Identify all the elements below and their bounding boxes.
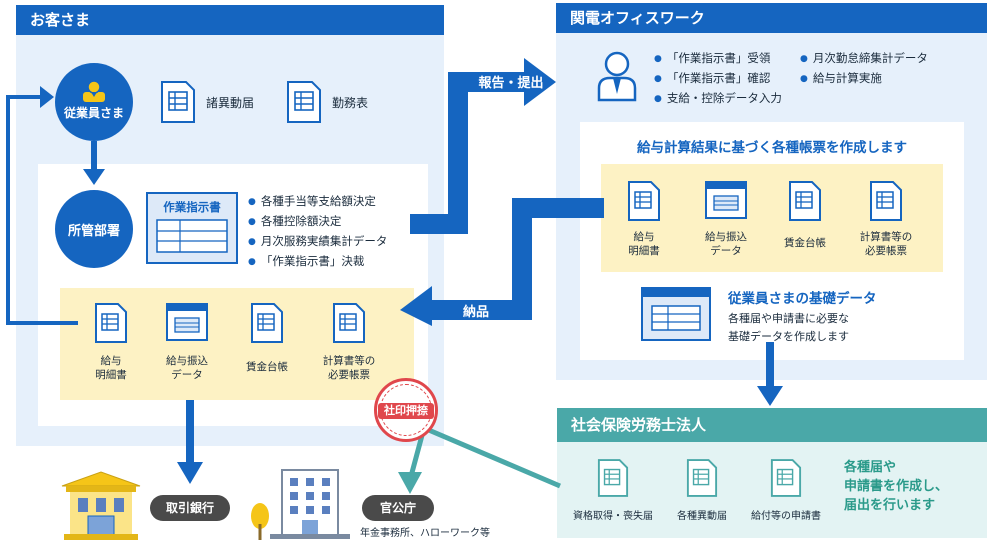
table-icon bbox=[156, 219, 228, 253]
basic-data-title: 従業員さまの基礎データ bbox=[728, 291, 877, 307]
sharoushi-doc-3: 給付等の申請書 bbox=[740, 458, 832, 524]
kanden-bullet: 支給・控除データ入力 bbox=[654, 89, 782, 109]
arrow-deliver bbox=[400, 198, 604, 326]
wage-ledger-icon bbox=[789, 181, 821, 221]
arrow-report-label: 報告・提出 bbox=[478, 76, 544, 91]
benefit-application-doc-icon bbox=[770, 459, 802, 497]
forms-doc-icon bbox=[870, 181, 902, 221]
sharoushi-panel-title: 社会保険労務士法人 bbox=[557, 408, 987, 442]
sharoushi-doc-1: 資格取得・喪失届 bbox=[566, 458, 660, 524]
doc-shoiido-icon bbox=[161, 81, 195, 123]
payroll-doc-4: 計算書等の 必要帳票 bbox=[846, 180, 926, 258]
doc-shoiido-label: 諸異動届 bbox=[206, 96, 255, 110]
delivered-doc-2: 給与振込 データ bbox=[152, 302, 222, 382]
user-icon bbox=[83, 79, 105, 102]
sharoushi-doc-label: 給付等の申請書 bbox=[751, 511, 821, 522]
transfer-data-icon bbox=[166, 303, 208, 341]
transfer-data-icon bbox=[705, 181, 747, 219]
kanden-bullet: 「作業指示書」受領 bbox=[654, 49, 782, 69]
arrow-loop-back bbox=[6, 86, 78, 325]
payroll-doc-3: 賃金台帳 bbox=[772, 180, 838, 250]
dept-bullet: 「作業指示書」決裁 bbox=[248, 252, 387, 272]
kanden-bullet: 給与計算実施 bbox=[800, 69, 928, 89]
payroll-doc-label: 給与振込 データ bbox=[705, 231, 747, 257]
payroll-doc-2: 給与振込 データ bbox=[690, 180, 762, 258]
payroll-doc-label: 計算書等の 必要帳票 bbox=[859, 231, 913, 257]
wage-ledger-icon bbox=[251, 303, 283, 343]
payroll-doc-1: 給与 明細書 bbox=[612, 180, 676, 258]
qualification-doc-icon bbox=[597, 459, 629, 497]
payroll-doc-label: 給与 明細書 bbox=[628, 231, 660, 257]
kanden-bullet: 月次勤怠締集計データ bbox=[800, 49, 928, 69]
change-notice-doc-icon bbox=[686, 459, 718, 497]
delivered-doc-label: 給与 明細書 bbox=[95, 355, 127, 381]
dept-bullet: 月次服務実績集計データ bbox=[248, 232, 388, 252]
forms-doc-icon bbox=[333, 303, 365, 343]
kanden-bullets-left: 「作業指示書」受領 「作業指示書」確認 支給・控除データ入力 bbox=[654, 49, 782, 109]
payslip-doc-icon bbox=[95, 303, 127, 343]
delivered-doc-3: 賃金台帳 bbox=[234, 302, 300, 374]
doc-kinmuhyo-label: 勤務表 bbox=[332, 96, 369, 110]
arrow-employee-to-dept bbox=[83, 141, 105, 185]
arrow-report bbox=[410, 58, 556, 234]
doc-kinmuhyo-icon bbox=[287, 81, 321, 123]
dept-label: 所管部署 bbox=[67, 223, 120, 239]
work-instruction-doc: 作業指示書 bbox=[146, 192, 238, 264]
kanden-bullets-right: 月次勤怠締集計データ 給与計算実施 bbox=[800, 49, 928, 89]
gov-sublabel: 年金事務所、ハローワーク等 bbox=[360, 528, 490, 539]
delivered-doc-1: 給与 明細書 bbox=[78, 302, 144, 382]
sharoushi-doc-2: 各種異動届 bbox=[664, 458, 740, 524]
stamp-label: 社印押捺 bbox=[378, 403, 434, 419]
arrow-to-sharoushi bbox=[757, 342, 783, 406]
government-building-icon bbox=[270, 469, 350, 539]
basic-data-window-icon bbox=[641, 287, 711, 341]
delivered-doc-label: 給与振込 データ bbox=[166, 355, 208, 381]
arrow-deliver-label: 納品 bbox=[462, 305, 489, 320]
gov-label: 官公庁 bbox=[362, 495, 434, 521]
arrow-to-bank bbox=[177, 400, 203, 484]
payroll-doc-label: 賃金台帳 bbox=[784, 237, 826, 249]
delivered-doc-label: 賃金台帳 bbox=[246, 361, 288, 373]
delivered-doc-4: 計算書等の 必要帳票 bbox=[310, 302, 388, 382]
sharoushi-message: 各種届や 申請書を作成し、 届出を行います bbox=[844, 460, 949, 513]
payroll-heading: 給与計算結果に基づく各種帳票を作成します bbox=[637, 140, 907, 156]
employee-node: 従業員さま bbox=[55, 63, 133, 141]
kanden-panel-title: 関電オフィスワーク bbox=[556, 3, 987, 33]
work-instruction-title: 作業指示書 bbox=[163, 200, 221, 214]
tree-icon bbox=[251, 503, 269, 540]
dept-bullet: 各種手当等支給額決定 bbox=[248, 192, 387, 212]
basic-data-text: 各種届や申請書に必要な 基礎データを作成します bbox=[728, 312, 849, 343]
operator-icon bbox=[597, 51, 637, 102]
sharoushi-doc-label: 各種異動届 bbox=[677, 511, 727, 522]
delivered-doc-label: 計算書等の 必要帳票 bbox=[322, 355, 376, 381]
dept-bullets: 各種手当等支給額決定 各種控除額決定 月次服務実績集計データ 「作業指示書」決裁 bbox=[248, 192, 388, 272]
dept-node: 所管部署 bbox=[55, 190, 133, 268]
dept-bullet: 各種控除額決定 bbox=[248, 212, 387, 232]
payslip-doc-icon bbox=[628, 181, 660, 221]
bank-label: 取引銀行 bbox=[150, 495, 230, 521]
client-panel-title: お客さま bbox=[16, 5, 444, 35]
employee-label: 従業員さま bbox=[63, 105, 124, 120]
sharoushi-doc-label: 資格取得・喪失届 bbox=[573, 511, 653, 522]
bank-building-icon bbox=[61, 471, 141, 540]
kanden-bullet: 「作業指示書」確認 bbox=[654, 69, 782, 89]
